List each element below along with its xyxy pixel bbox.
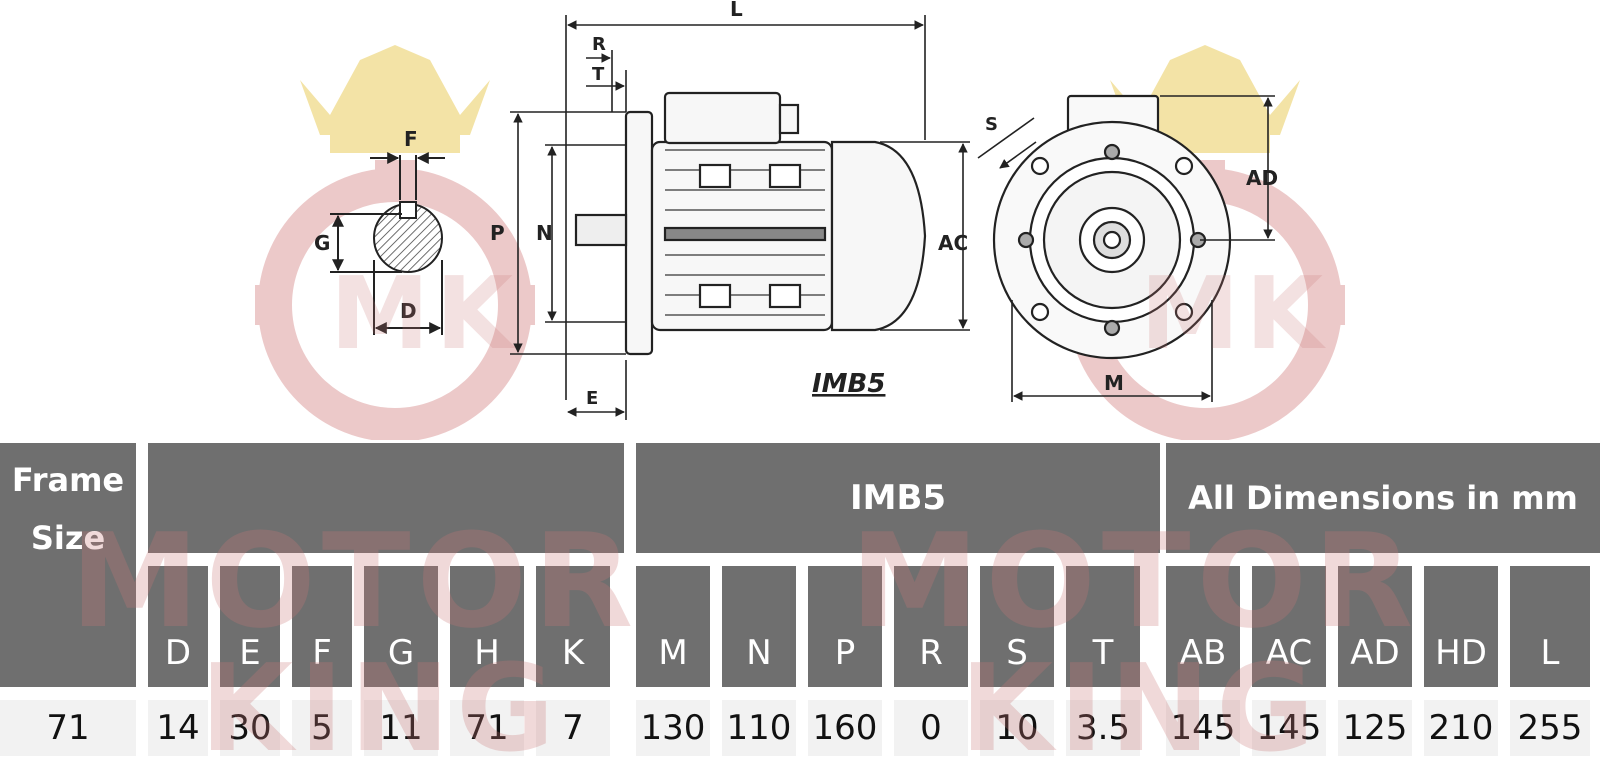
column-header-ac: AC [1252, 566, 1326, 687]
column-header-r: R [894, 566, 968, 687]
value-ac: 145 [1252, 700, 1326, 756]
value-d: 14 [148, 700, 208, 756]
label-l: L [730, 0, 743, 21]
column-header-t: T [1066, 566, 1140, 687]
value-l: 255 [1510, 700, 1590, 756]
label-m: M [1104, 371, 1124, 395]
column-header-hd: HD [1424, 566, 1498, 687]
column-header-s: S [980, 566, 1054, 687]
column-header-d: D [148, 566, 208, 687]
motor-dimension-drawing: F G D [255, 0, 1345, 440]
motor-side-view [574, 91, 927, 356]
column-header-m: M [636, 566, 710, 687]
label-r: R [592, 34, 606, 55]
frame-size-header: Frame Size [0, 443, 136, 687]
label-d: D [400, 299, 417, 323]
column-header-n: N [722, 566, 796, 687]
value-m: 130 [636, 700, 710, 756]
mount-header: IMB5 [636, 443, 1160, 553]
value-ad: 125 [1338, 700, 1412, 756]
column-header-e: E [220, 566, 280, 687]
header-blank [148, 443, 624, 553]
value-e: 30 [220, 700, 280, 756]
label-t: T [592, 64, 605, 85]
column-header-k: K [536, 566, 610, 687]
value-g: 11 [364, 700, 438, 756]
label-p: P [490, 221, 505, 245]
column-header-h: H [450, 566, 524, 687]
value-h: 71 [450, 700, 524, 756]
value-p: 160 [808, 700, 882, 756]
label-ad: AD [1246, 166, 1278, 190]
value-k: 7 [536, 700, 610, 756]
label-s: S [985, 114, 998, 135]
column-header-p: P [808, 566, 882, 687]
label-ac: AC [938, 231, 968, 255]
value-ab: 145 [1166, 700, 1240, 756]
front-view-dimension-lines [977, 95, 1275, 402]
value-s: 10 [980, 700, 1054, 756]
label-e: E [586, 388, 598, 409]
value-r: 0 [894, 700, 968, 756]
column-header-f: F [292, 566, 352, 687]
label-n: N [536, 221, 553, 245]
label-f: F [404, 127, 418, 151]
side-view-dimension-lines [510, 15, 970, 420]
watermark-crown-left-icon [300, 45, 490, 153]
frame-size-value: 71 [0, 700, 136, 756]
value-f: 5 [292, 700, 352, 756]
value-hd: 210 [1424, 700, 1498, 756]
drawing-caption: IMB5 [812, 369, 885, 399]
motor-front-view [992, 94, 1232, 360]
units-header: All Dimensions in mm [1166, 443, 1600, 553]
column-header-ad: AD [1338, 566, 1412, 687]
label-g: G [314, 231, 330, 255]
column-header-l: L [1510, 566, 1590, 687]
column-header-ab: AB [1166, 566, 1240, 687]
column-header-g: G [364, 566, 438, 687]
shaft-section-view [330, 152, 445, 335]
value-n: 110 [722, 700, 796, 756]
value-t: 3.5 [1066, 700, 1140, 756]
